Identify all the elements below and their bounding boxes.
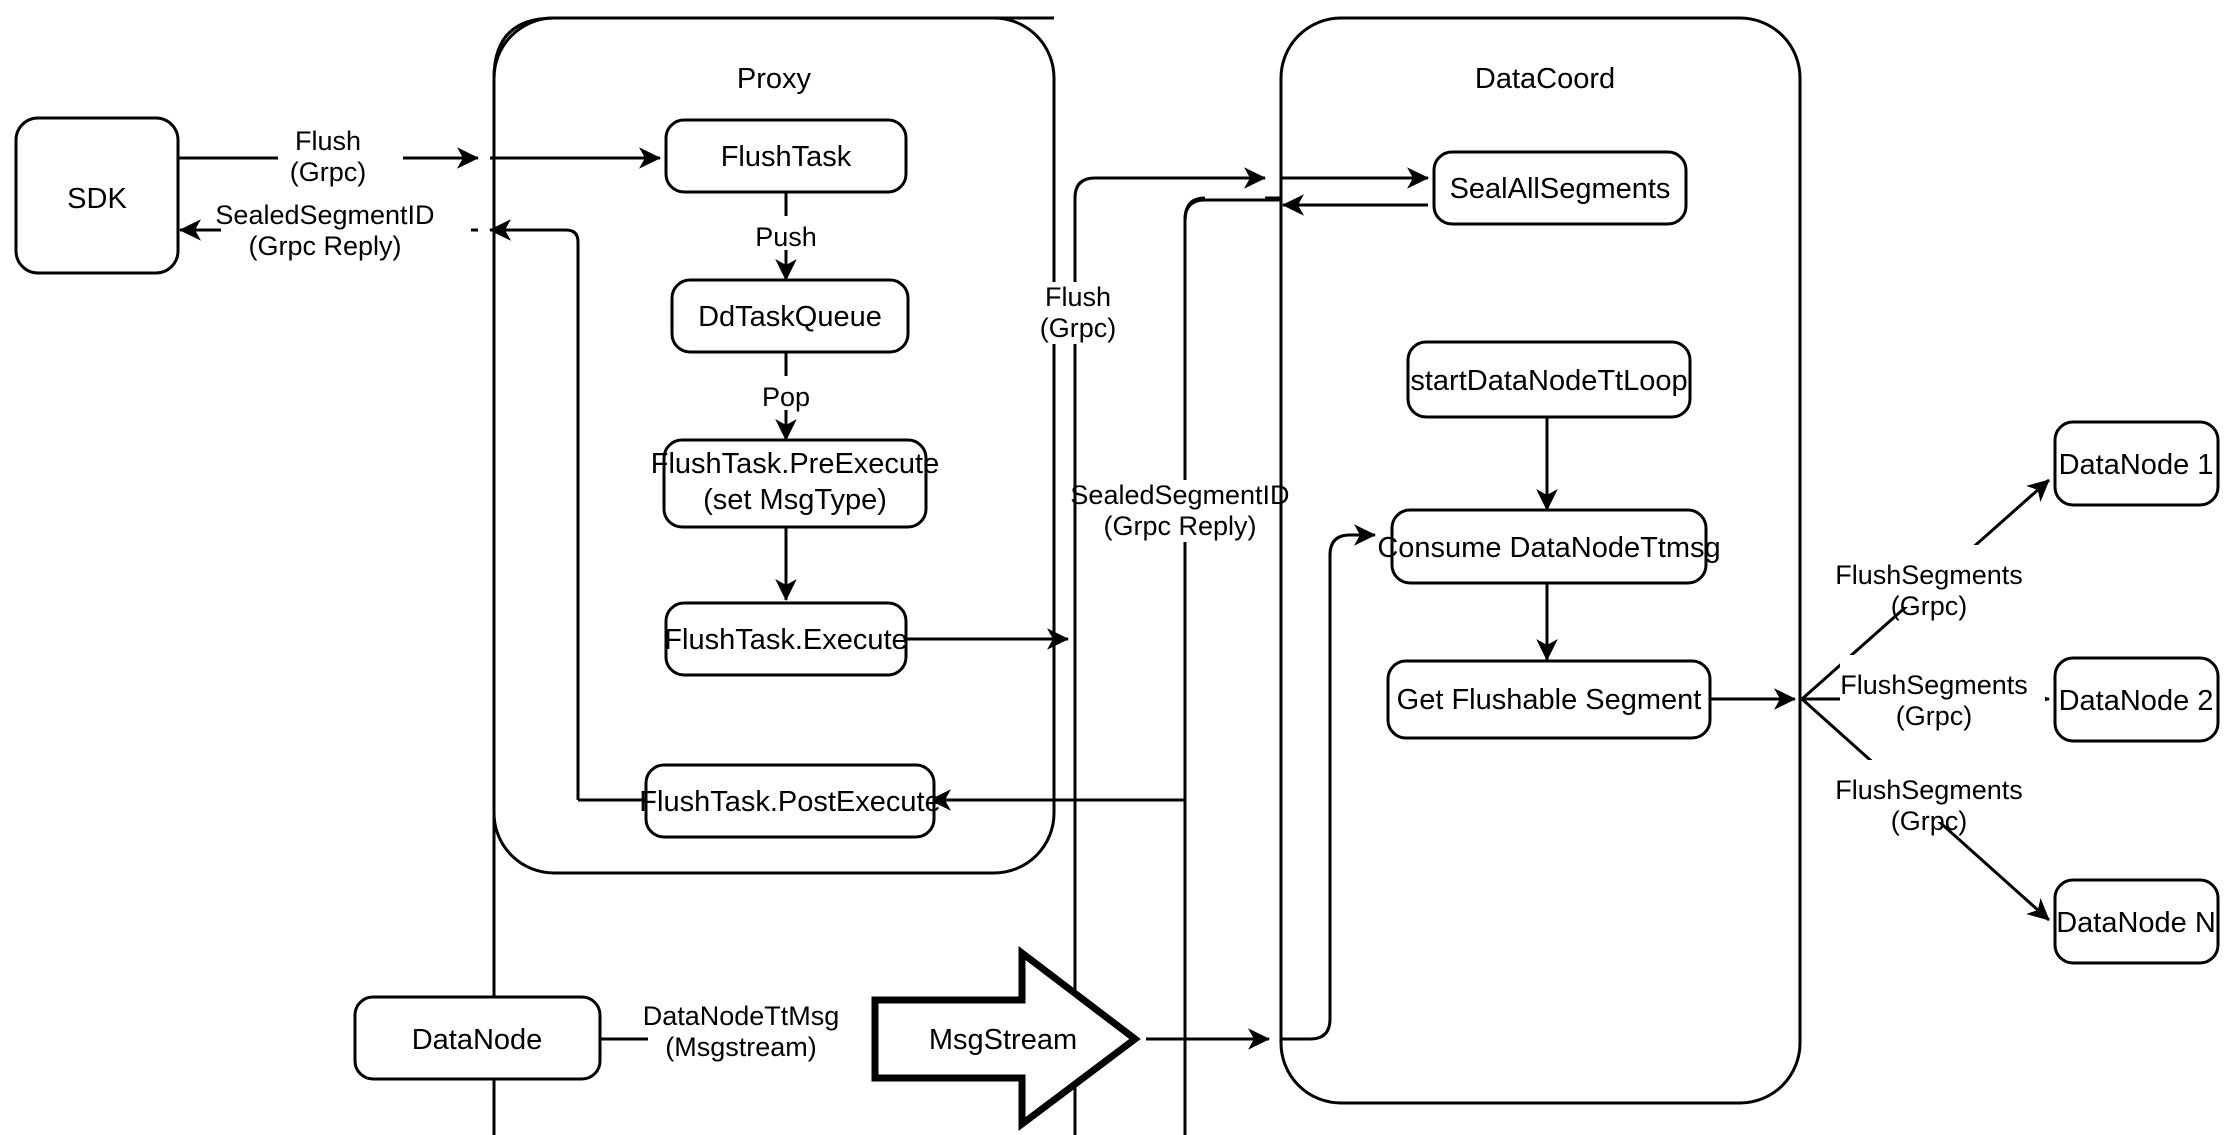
node-consume-datanode-ttmsg[interactable]: Consume DataNodeTtmsg: [1377, 508, 1721, 585]
edge-label-flush-segments-n-line2: (Grpc): [1891, 806, 1968, 836]
node-flush-task-postexecute-label: FlushTask.PostExecute: [639, 786, 940, 818]
node-dd-task-queue[interactable]: DdTaskQueue: [670, 278, 910, 354]
node-datanode-2[interactable]: DataNode 2: [2053, 656, 2220, 743]
edge-flush-trunk-to-datacoord: [1073, 167, 1266, 1135]
edge-label-push: Push: [748, 216, 826, 252]
edge-label-flush-segments-1-line1: FlushSegments: [1835, 560, 2023, 590]
node-flush-task-preexecute-box[interactable]: [662, 438, 928, 529]
node-flush-task-label: FlushTask: [721, 141, 852, 173]
node-flush-task[interactable]: FlushTask: [664, 118, 908, 194]
node-datanode-1-label: DataNode 1: [2059, 449, 2214, 481]
edge-label-proxy-to-sdk: SealedSegmentID (Grpc Reply): [215, 200, 471, 262]
edge-label-flush-segments-2-bg: [1840, 655, 2045, 717]
edge-label-flush-segments-1-line2: (Grpc): [1891, 591, 1968, 621]
edge-label-sdk-to-proxy-bg: [278, 127, 403, 191]
edge-label-flush-segments-1-bg: [1840, 545, 2045, 607]
node-datanode-n-box[interactable]: [2053, 878, 2220, 965]
node-consume-datanode-ttmsg-label: Consume DataNodeTtmsg: [1377, 532, 1720, 564]
edge-label-datanode-ttmsg-line1: DataNodeTtMsg: [643, 1001, 840, 1031]
node-get-flushable-segment[interactable]: Get Flushable Segment: [1386, 659, 1712, 740]
node-datanode-source-box[interactable]: [353, 995, 602, 1081]
edge-datacoord-wall-to-consume: [1281, 524, 1376, 1041]
node-datanode-1-box[interactable]: [2053, 420, 2220, 507]
datacoord-container-label: DataCoord: [1475, 63, 1615, 95]
node-datanode-1[interactable]: DataNode 1: [2053, 420, 2220, 507]
proxy-container-label: Proxy: [737, 63, 812, 95]
node-datanode-n[interactable]: DataNode N: [2053, 878, 2220, 965]
edge-label-proxy-to-sdk-line1: SealedSegmentID: [215, 200, 434, 230]
edge-label-pop-bg: [755, 376, 819, 410]
edge-label-proxy-to-sdk-line2: (Grpc Reply): [248, 231, 401, 261]
node-flush-task-preexecute-label-line1: FlushTask.PreExecute: [651, 448, 940, 480]
edge-label-proxy-to-coord-line2: (Grpc): [1040, 313, 1117, 343]
edge-label-push-text: Push: [755, 222, 817, 252]
node-consume-datanode-ttmsg-box[interactable]: [1390, 508, 1708, 585]
node-msgstream-arrow-shape[interactable]: [871, 945, 1141, 1132]
node-datanode-2-label: DataNode 2: [2059, 685, 2214, 717]
edge-label-flush-segments-2-line2: (Grpc): [1896, 701, 1973, 731]
node-sdk[interactable]: SDK: [14, 116, 180, 275]
node-flush-task-preexecute-label-line2: (set MsgType): [703, 484, 887, 516]
edge-label-sdk-to-proxy-line2: (Grpc): [290, 157, 367, 187]
node-flush-task-preexecute[interactable]: FlushTask.PreExecute (set MsgType): [651, 438, 940, 529]
node-seal-all-segments-box[interactable]: [1432, 150, 1688, 226]
node-datanode-2-box[interactable]: [2053, 656, 2220, 743]
node-start-datanode-tt-loop-box[interactable]: [1406, 340, 1692, 419]
edge-label-proxy-to-coord-bg: [1037, 282, 1157, 344]
edge-label-flush-segments-n: FlushSegments (Grpc): [1835, 760, 2045, 836]
edge-label-flush-segments-2-line1: FlushSegments: [1840, 670, 2028, 700]
edge-label-coord-to-proxy: SealedSegmentID (Grpc Reply): [1070, 480, 1290, 542]
edge-sealedsegid-vertical: [1183, 196, 1206, 1135]
edge-label-pop: Pop: [755, 376, 819, 412]
edge-label-sdk-to-proxy: Flush (Grpc): [278, 126, 403, 191]
edge-label-datanode-ttmsg-bg: [648, 1001, 868, 1063]
node-sdk-label: SDK: [67, 183, 127, 215]
node-get-flushable-segment-label: Get Flushable Segment: [1397, 684, 1702, 716]
edge-proxy-left-wall-trace: [492, 16, 1054, 1135]
datacoord-container-border: [1279, 16, 1802, 1105]
edge-postexecute-to-sdk-return: [489, 219, 580, 800]
node-datanode-source-label: DataNode: [412, 1024, 543, 1056]
edge-label-proxy-to-sdk-bg: [221, 200, 471, 262]
node-dd-task-queue-box[interactable]: [670, 278, 910, 354]
edge-label-flush-segments-2: FlushSegments (Grpc): [1840, 655, 2045, 731]
edge-label-coord-to-proxy-line2: (Grpc Reply): [1103, 511, 1256, 541]
node-start-datanode-tt-loop-label: startDataNodeTtLoop: [1410, 365, 1687, 397]
node-seal-all-segments-label: SealAllSegments: [1450, 173, 1671, 205]
edge-label-pop-text: Pop: [762, 382, 810, 412]
edge-label-datanode-ttmsg-line2: (Msgstream): [665, 1032, 817, 1062]
node-datanode-n-label: DataNode N: [2056, 907, 2216, 939]
node-msgstream[interactable]: MsgStream: [871, 945, 1141, 1132]
edge-label-coord-to-proxy-line1: SealedSegmentID: [1070, 480, 1289, 510]
edge-label-proxy-to-coord-line1: Flush: [1045, 282, 1111, 312]
node-get-flushable-segment-box[interactable]: [1386, 659, 1712, 740]
node-flush-task-postexecute-box[interactable]: [644, 763, 936, 839]
node-start-datanode-tt-loop[interactable]: startDataNodeTtLoop: [1406, 340, 1692, 419]
node-seal-all-segments[interactable]: SealAllSegments: [1432, 150, 1688, 226]
edge-return-trunk-up: [1183, 198, 1281, 800]
edge-label-push-bg: [748, 216, 826, 250]
node-flush-task-execute-label: FlushTask.Execute: [664, 624, 907, 656]
edge-label-flush-segments-1: FlushSegments (Grpc): [1835, 545, 2045, 621]
edge-label-flush-segments-n-line1: FlushSegments: [1835, 775, 2023, 805]
edge-label-coord-to-proxy-bg: [1084, 480, 1270, 542]
node-flush-task-execute-box[interactable]: [664, 601, 908, 677]
edge-label-flush-segments-n-bg: [1840, 760, 2045, 822]
datacoord-container: DataCoord: [1279, 16, 1802, 1105]
node-sdk-box[interactable]: [14, 116, 180, 275]
node-flush-task-postexecute[interactable]: FlushTask.PostExecute: [639, 763, 941, 839]
edge-label-proxy-to-coord: Flush (Grpc): [1037, 282, 1157, 344]
node-msgstream-label: MsgStream: [929, 1024, 1077, 1056]
node-dd-task-queue-label: DdTaskQueue: [698, 301, 882, 333]
node-flush-task-box[interactable]: [664, 118, 908, 194]
edge-label-datanode-ttmsg: DataNodeTtMsg (Msgstream): [643, 1001, 868, 1063]
node-datanode-source[interactable]: DataNode: [353, 995, 602, 1081]
node-flush-task-execute[interactable]: FlushTask.Execute: [664, 601, 908, 677]
edge-label-sdk-to-proxy-line1: Flush: [295, 126, 361, 156]
